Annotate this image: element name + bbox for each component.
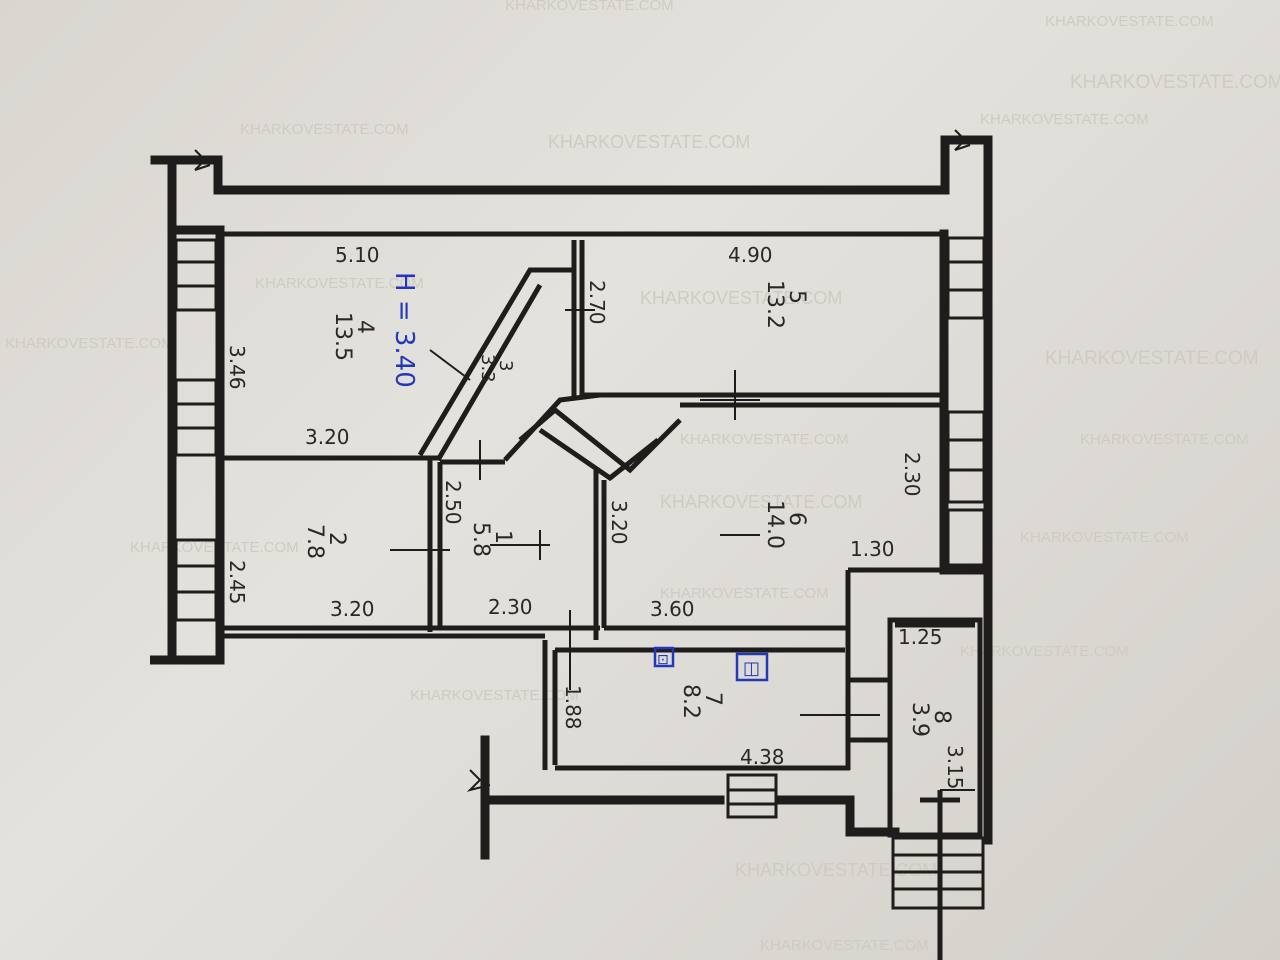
watermark: KHARKOVESTATE.COM [660,585,829,602]
leader-lines [390,309,975,791]
watermark: KHARKOVESTATE.COM [680,431,849,448]
room-7-area: 8.2 [678,684,703,719]
left-windows [174,238,218,622]
dim-label: 2.70 [585,280,609,325]
room-3-number: 3 [495,360,516,371]
watermark: KHARKOVESTATE.COM [760,937,929,954]
dimension-labels: 5.10 4.90 3.46 2.70 3.20 2.30 2.50 3.20 … [225,243,967,790]
watermark: KHARKOVESTATE.COM [1080,431,1249,448]
dim-label: 5.10 [335,243,380,267]
stove-symbol: ◫ [743,658,760,679]
room-4-area: 13.5 [330,312,355,361]
watermark: KHARKOVESTATE.COM [410,687,579,704]
room-2-number: 2 [324,532,349,546]
dim-label: 3.60 [650,597,695,621]
interior-walls [220,240,985,960]
room-6-area: 14.0 [762,500,787,549]
stove-icon [735,652,769,682]
dim-label: 1.30 [850,537,895,561]
room-1-area: 5.8 [468,522,493,557]
exterior-walls [150,135,993,845]
room-8-number: 8 [929,710,954,724]
watermark: KHARKOVESTATE.COM [640,288,842,308]
dim-label: 4.38 [740,745,785,769]
right-windows [946,236,986,567]
room-2-area: 7.8 [302,524,327,559]
sink-icon [653,646,675,668]
room-1-number: 1 [490,530,515,544]
watermark: KHARKOVESTATE.COM [130,539,299,556]
watermark: KHARKOVESTATE.COM [505,0,674,14]
sink-symbol: ⊡ [657,652,669,668]
dim-label: 4.90 [728,243,773,267]
watermark: KHARKOVESTATE.COM [1045,348,1259,369]
watermark: KHARKOVESTATE.COM [1070,72,1280,93]
break-marks [194,129,971,792]
dim-label: 2.30 [900,452,924,497]
room-5-number: 5 [784,290,809,304]
watermark: KHARKOVESTATE.COM [1020,529,1189,546]
watermark-layer: KHARKOVESTATE.COM KHARKOVESTATE.COM KHAR… [5,0,1280,954]
dim-label: 2.45 [225,560,249,605]
fixture-symbols: ⊡ ◫ [653,646,769,682]
watermark: KHARKOVESTATE.COM [240,121,409,138]
watermark: KHARKOVESTATE.COM [5,335,174,352]
ceiling-height-label: H = 3.40 [389,272,419,388]
dim-label: 3.46 [225,345,249,390]
watermark: KHARKOVESTATE.COM [548,132,750,152]
room-8-area: 3.9 [907,702,932,737]
dim-label: 3.20 [607,500,631,545]
dim-label: 2.50 [441,480,465,525]
room-labels: 4 13.5 5 13.2 3 3.3 2 7.8 1 5.8 6 14.0 7… [302,280,954,737]
watermark: KHARKOVESTATE.COM [980,111,1149,128]
dim-label: 3.15 [943,745,967,790]
room-3-area: 3.3 [477,354,498,383]
watermark: KHARKOVESTATE.COM [735,860,937,880]
watermark: KHARKOVESTATE.COM [1045,13,1214,30]
dim-label: 3.20 [330,597,375,621]
room-4-number: 4 [352,320,377,334]
watermark: KHARKOVESTATE.COM [255,275,424,292]
watermark: KHARKOVESTATE.COM [960,643,1129,660]
dim-label: 1.88 [561,685,585,730]
room-7-number: 7 [700,692,725,706]
dim-label: 3.20 [305,425,350,449]
room-6-number: 6 [784,512,809,526]
watermark: KHARKOVESTATE.COM [660,492,862,512]
dim-label: 2.30 [488,595,533,619]
svg-text:H = 3.40: H = 3.40 [389,272,419,388]
room-5-area: 13.2 [762,280,787,329]
dim-label: 1.25 [898,625,943,649]
